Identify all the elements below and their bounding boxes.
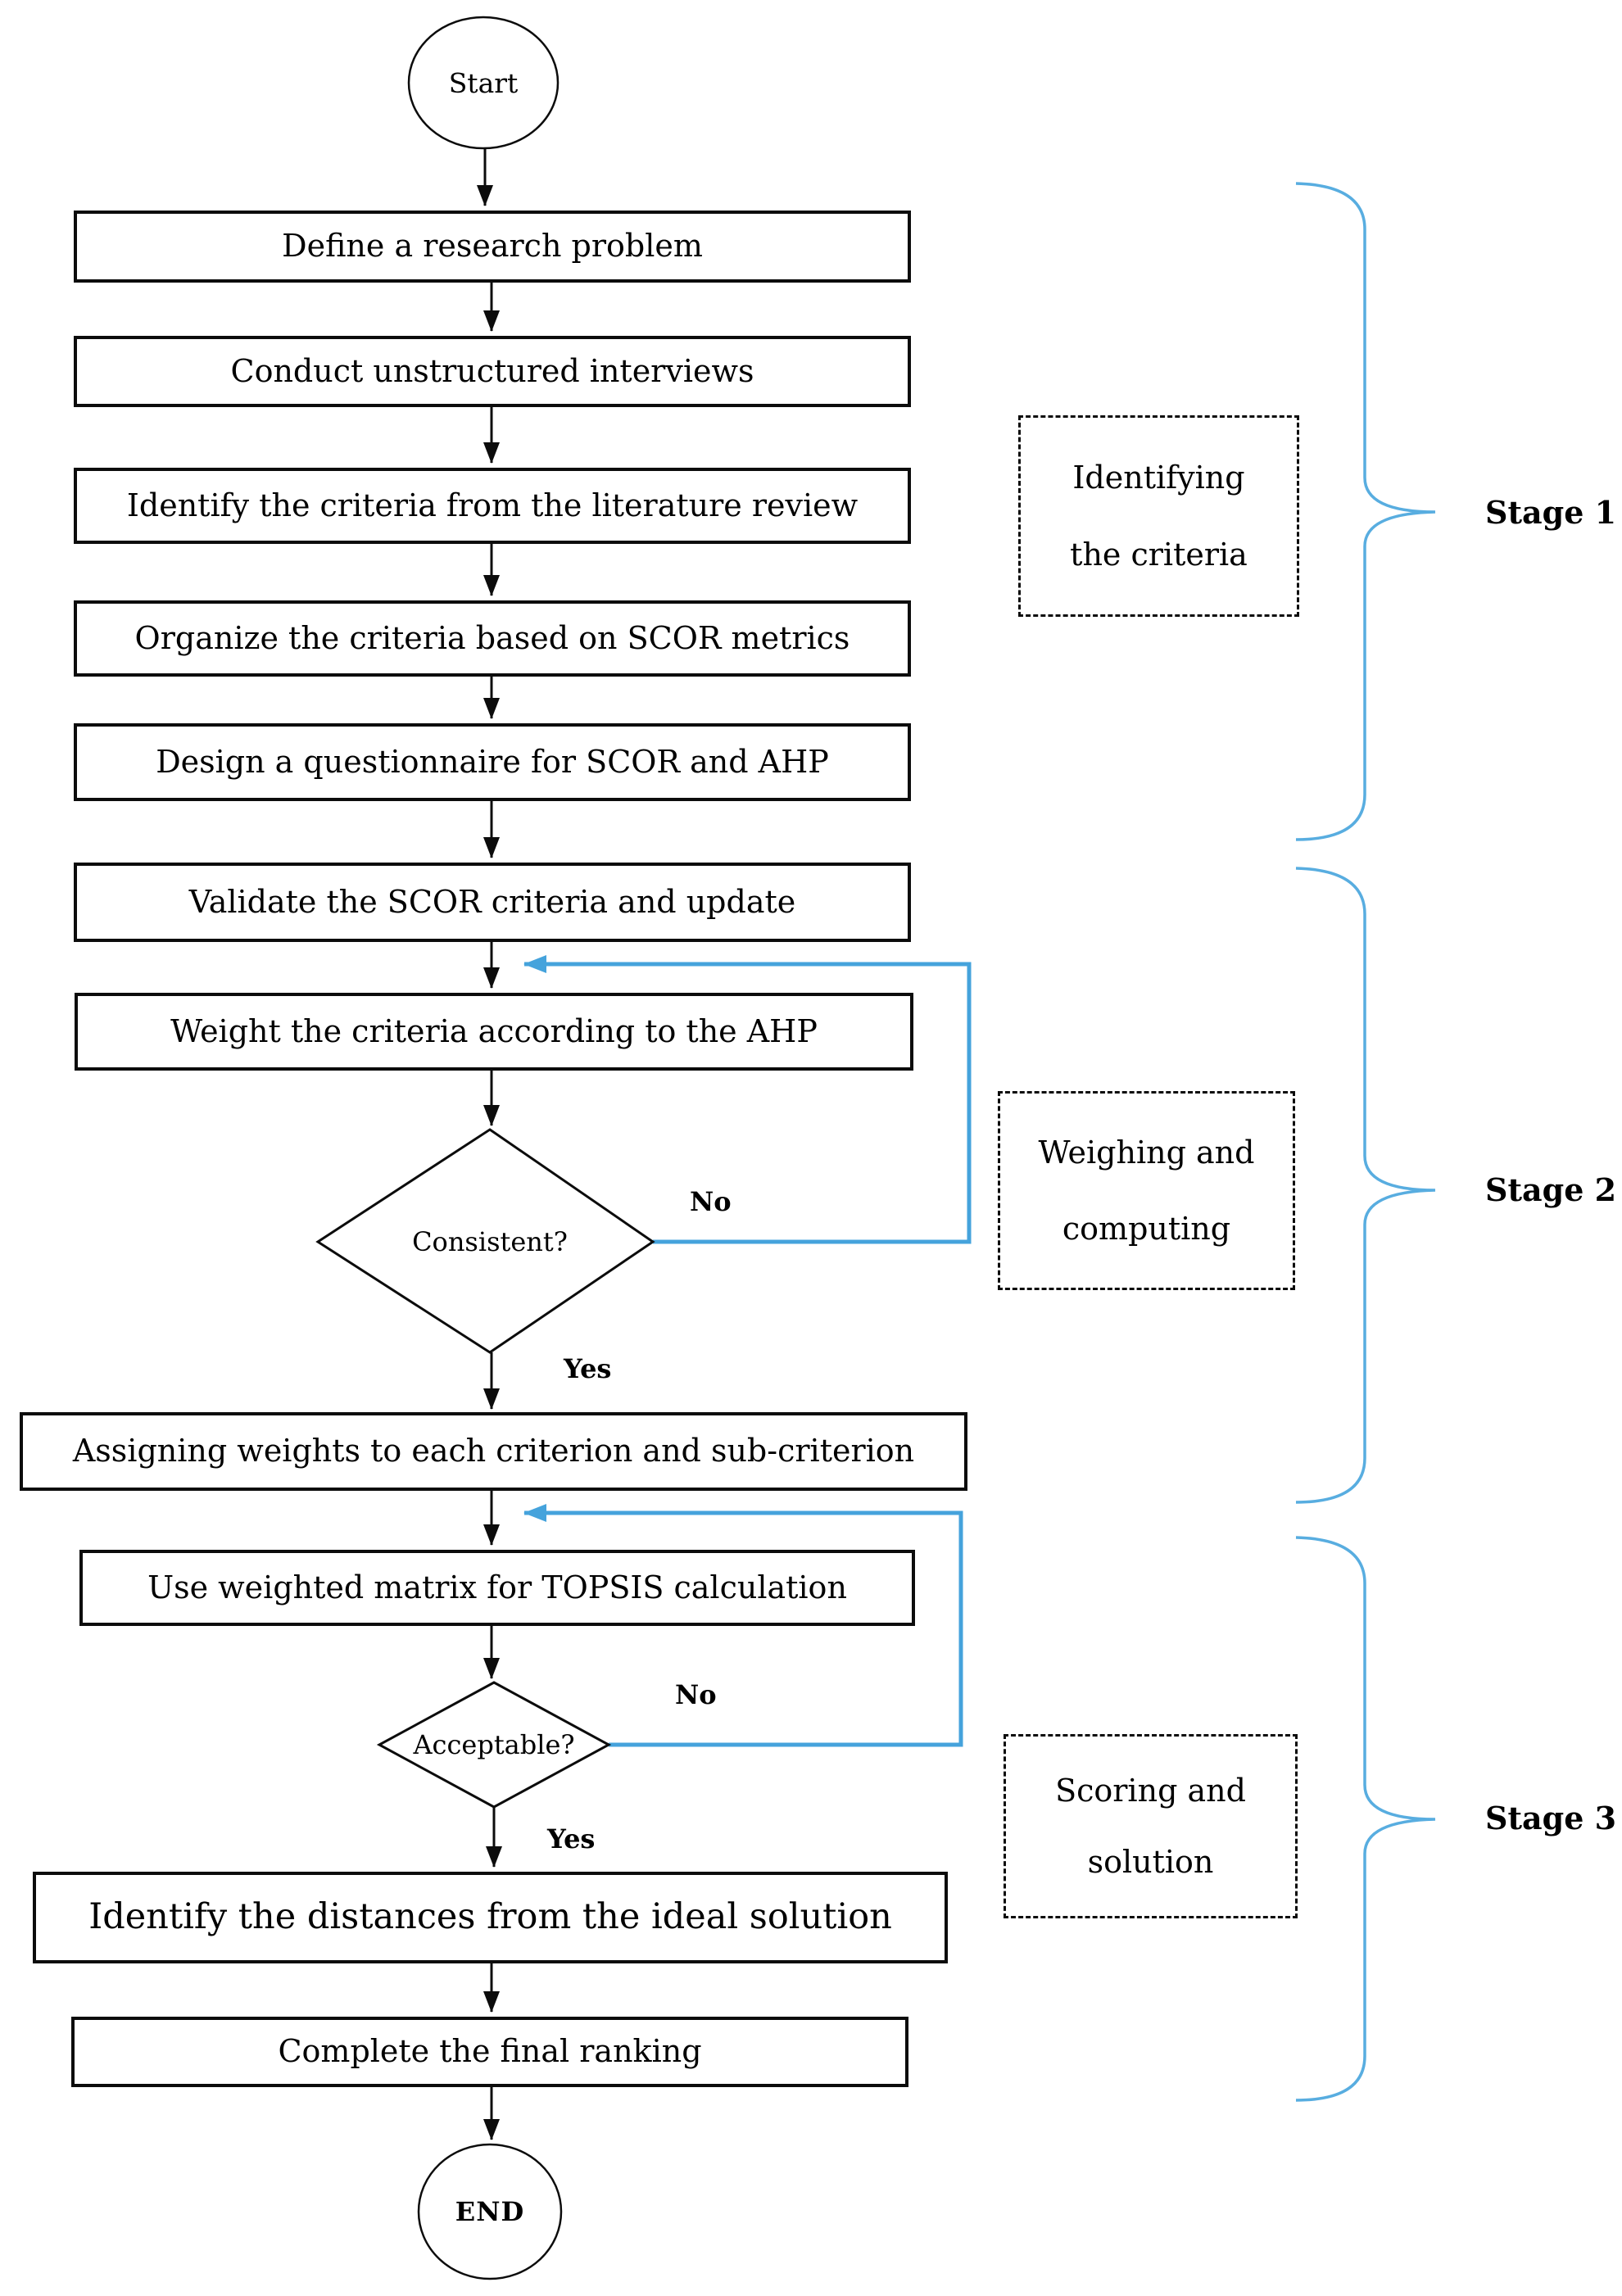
start-terminal-label: Start [448,66,519,99]
note-weighing-computing: Weighing and computing [998,1091,1295,1290]
consistent-no-label: No [690,1186,732,1217]
consistent-decision-label: Consistent? [412,1226,568,1257]
acceptable-no-label: No [675,1679,717,1710]
step-weight-criteria: Weight the criteria according to the AHP [75,993,913,1071]
step-define-problem: Define a research problem [74,211,911,283]
acceptable-decision-shape [376,1681,612,1809]
loop-acceptable-no [523,1504,963,1747]
step-organize-criteria: Organize the criteria based on SCOR metr… [74,600,911,677]
note-line: Weighing and [1038,1134,1255,1171]
start-terminal-shape [407,16,560,150]
note-line: computing [1062,1211,1231,1248]
feedback-loops [523,955,972,1747]
acceptable-decision-label: Acceptable? [413,1729,575,1760]
consistent-decision-shape [315,1128,655,1354]
note-line: solution [1087,1844,1214,1881]
stage3-brace [1295,1536,1436,2102]
consistent-yes-label: Yes [564,1353,612,1384]
note-scoring-solution: Scoring and solution [1004,1734,1298,1918]
note-line: Identifying [1072,459,1245,496]
stage-1-label: Stage 1 [1485,494,1617,531]
step-topsis-matrix: Use weighted matrix for TOPSIS calculati… [79,1550,915,1626]
step-identify-criteria: Identify the criteria from the literatur… [74,468,911,544]
note-identifying-criteria: Identifying the criteria [1018,415,1299,617]
acceptable-yes-label: Yes [547,1823,596,1854]
stage-2-label: Stage 2 [1485,1171,1617,1208]
stage-braces [1295,182,1436,2102]
end-terminal-shape [417,2143,563,2280]
note-line: the criteria [1070,537,1248,573]
stage2-brace [1295,867,1436,1504]
step-assign-weights: Assigning weights to each criterion and … [20,1412,967,1491]
flow-arrows [477,149,502,2140]
stage1-brace [1295,182,1436,841]
note-line: Scoring and [1055,1772,1246,1809]
loop-consistent-no [523,955,972,1244]
node-shapes [315,16,655,2280]
step-validate-scor: Validate the SCOR criteria and update [74,863,911,942]
end-terminal-label: END [455,2196,525,2227]
step-unstructured-interviews: Conduct unstructured interviews [74,336,911,407]
step-final-ranking: Complete the final ranking [71,2017,908,2087]
step-identify-distances: Identify the distances from the ideal so… [33,1872,948,1963]
step-design-questionnaire: Design a questionnaire for SCOR and AHP [74,723,911,801]
stage-3-label: Stage 3 [1485,1800,1617,1836]
